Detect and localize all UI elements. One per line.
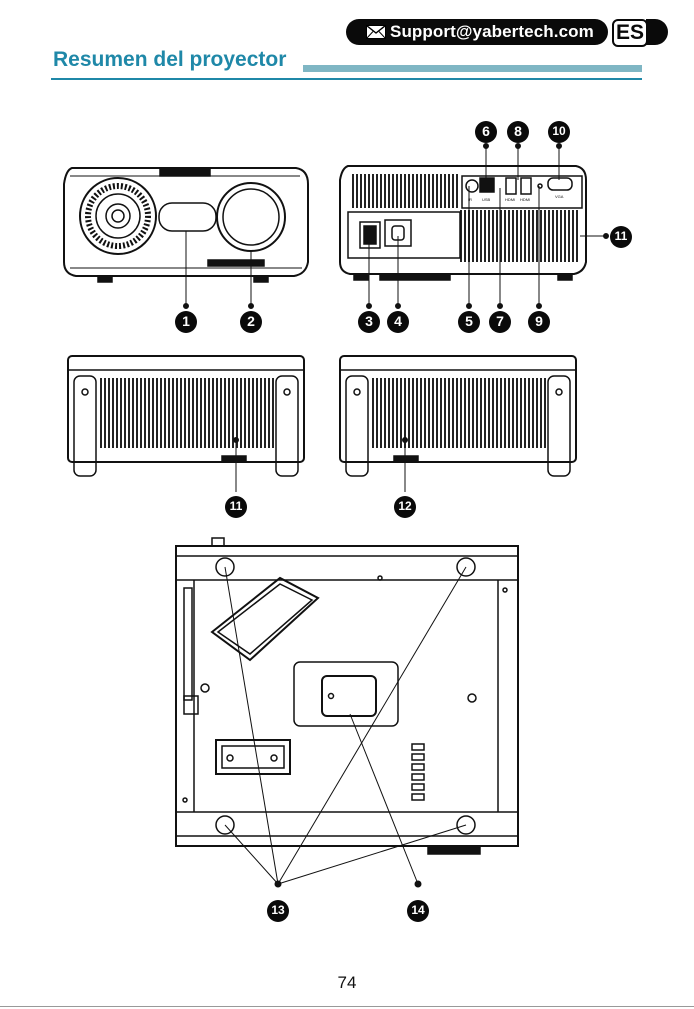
port-label-hdmi-2: HDMI [520, 197, 530, 202]
callout-13 [267, 900, 289, 922]
callout-7 [489, 311, 511, 333]
page-number: 74 [0, 973, 694, 993]
side-view-right [340, 356, 576, 476]
callout-5 [458, 311, 480, 333]
port-label-vga: VGA [555, 194, 564, 199]
callout-3 [358, 311, 380, 333]
callout-6 [475, 121, 497, 143]
callout-2 [240, 311, 262, 333]
callout-4 [387, 311, 409, 333]
callout-12 [394, 496, 416, 518]
callout-8 [507, 121, 529, 143]
back-view [340, 166, 586, 280]
bottom-view [176, 538, 518, 854]
side-view-left [68, 356, 304, 476]
footer-rule [0, 1006, 694, 1007]
back-port-labels: IR USB HDMI HDMI VGA [468, 194, 564, 202]
callout-10 [548, 121, 570, 143]
callout-14 [407, 900, 429, 922]
bottom-leader-lines [225, 567, 466, 887]
port-label-hdmi-1: HDMI [505, 197, 515, 202]
front-leader-lines [184, 231, 254, 309]
callout-11-back [610, 226, 632, 248]
callout-1 [175, 311, 197, 333]
port-label-usb: USB [482, 197, 491, 202]
callout-9 [528, 311, 550, 333]
callout-11-side [225, 496, 247, 518]
